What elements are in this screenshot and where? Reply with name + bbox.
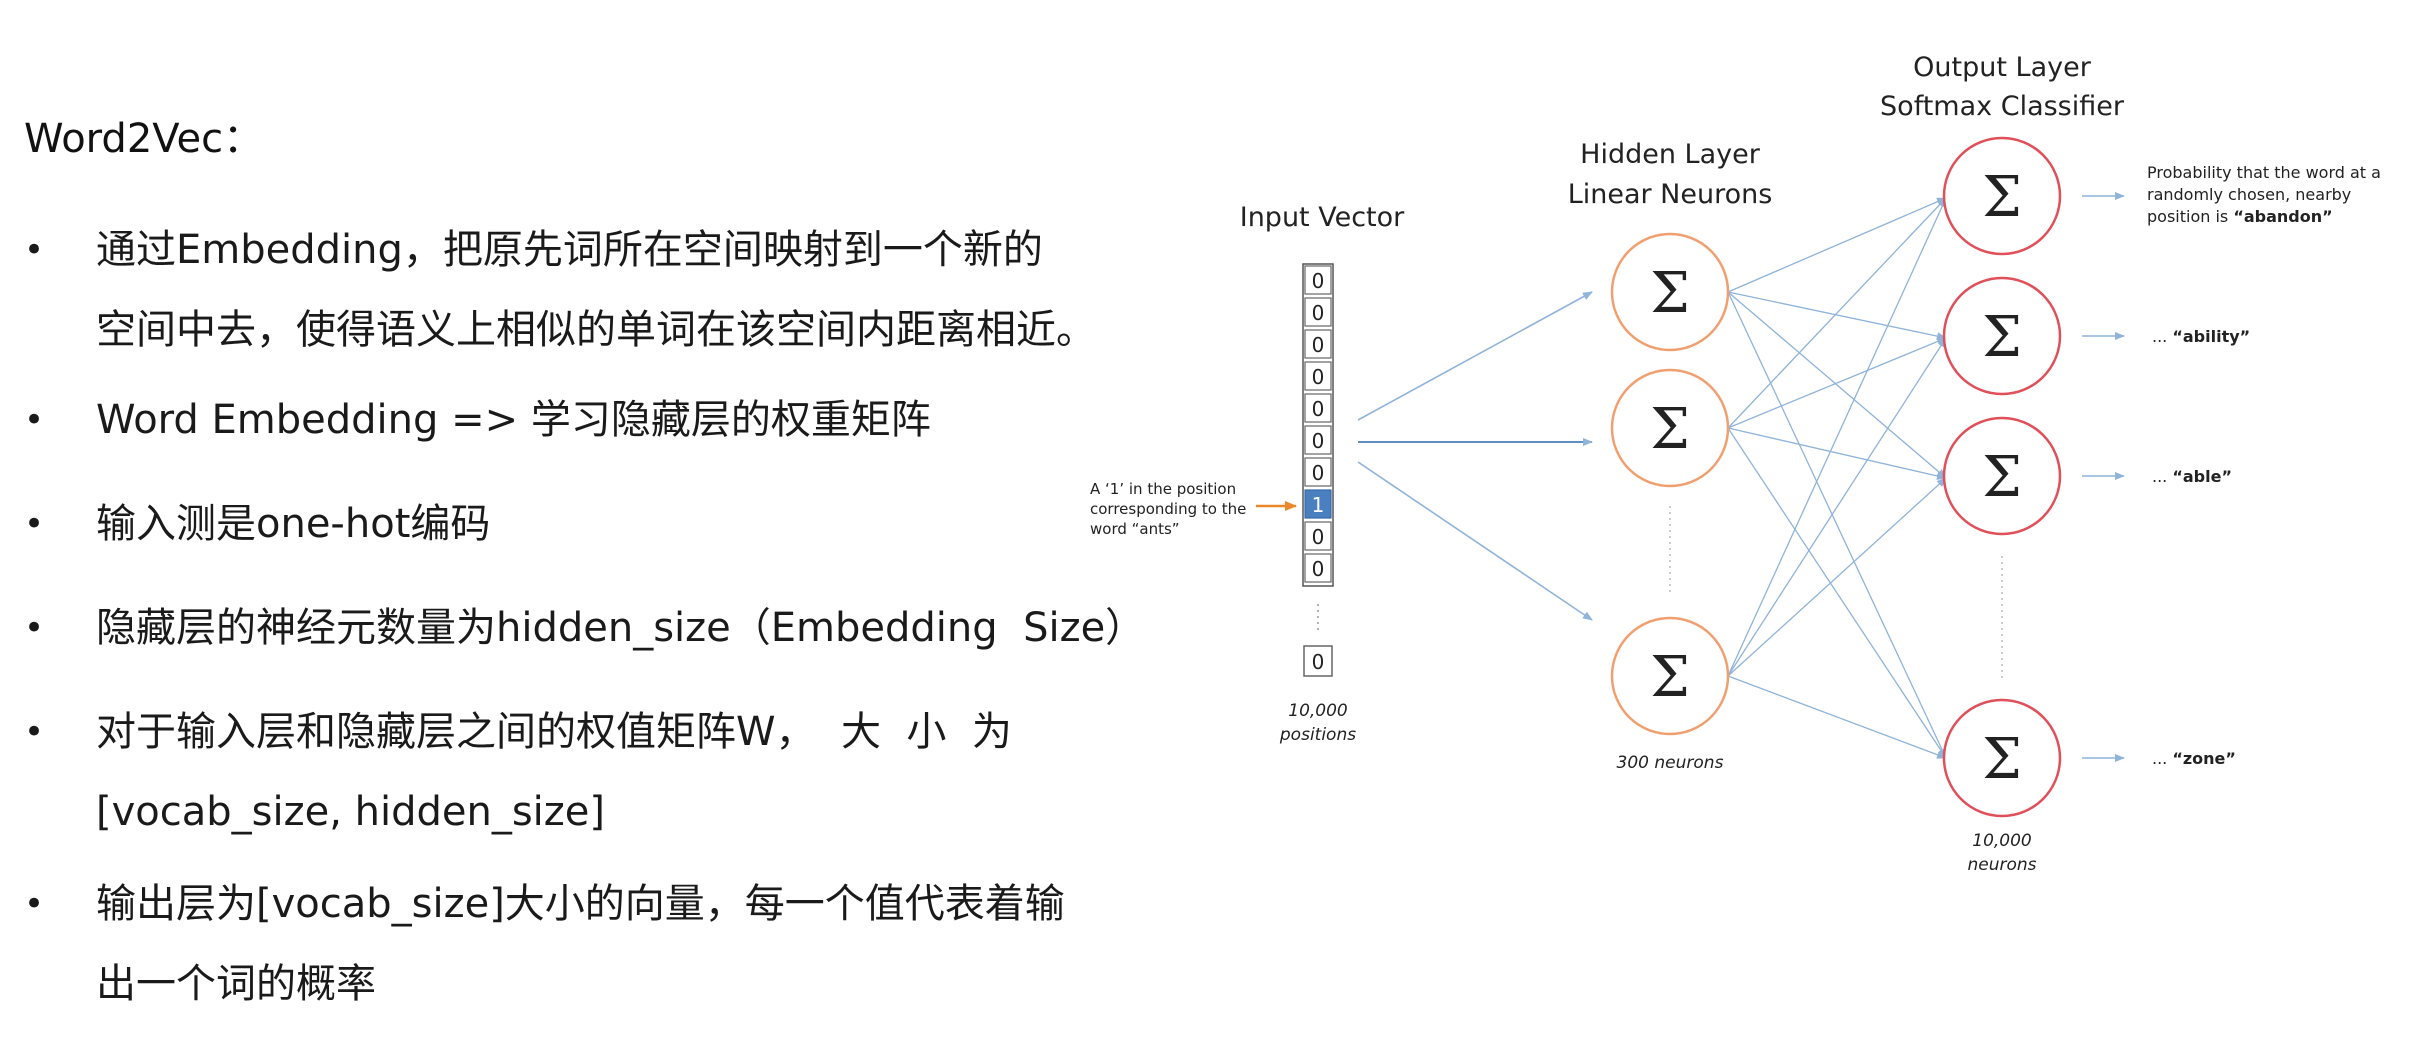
input-cell-highlighted: 1 bbox=[1304, 489, 1332, 519]
bullet-line: 输出层为[vocab_size]大小的向量，每一个值代表着输 bbox=[96, 881, 1065, 927]
input-vector-title: Input Vector bbox=[1240, 202, 1405, 233]
input-cell: 0 bbox=[1304, 521, 1332, 551]
svg-text:0: 0 bbox=[1312, 557, 1325, 581]
svg-text:word “ants”: word “ants” bbox=[1090, 520, 1180, 538]
sigma-icon: Σ bbox=[1650, 645, 1690, 710]
bullet-dot: • bbox=[24, 712, 45, 752]
hidden-to-output-connections bbox=[1727, 197, 1947, 759]
bullet-line: 空间中去，使得语义上相似的单词在该空间内距离相近。 bbox=[96, 307, 1096, 353]
bullet-line: 输入测是one-hot编码 bbox=[96, 501, 491, 547]
sigma-icon: Σ bbox=[1650, 397, 1690, 462]
output-neuron: Σ bbox=[1942, 416, 2062, 536]
input-cell: 0 bbox=[1304, 297, 1332, 327]
output-layer: Σ Σ Σ Σ 10,000 neurons bbox=[1942, 136, 2062, 875]
svg-text:0: 0 bbox=[1312, 525, 1325, 549]
output-caption: neurons bbox=[1967, 855, 2036, 875]
bullet-dot: • bbox=[24, 400, 45, 440]
output-neuron: Σ bbox=[1942, 136, 2062, 256]
input-cell: 0 bbox=[1304, 425, 1332, 455]
output-label-ability: ... “ability” bbox=[2152, 327, 2250, 346]
svg-text:0: 0 bbox=[1312, 301, 1325, 325]
sigma-icon: Σ bbox=[1982, 445, 2022, 510]
bullet-text: 输出层为[vocab_size]大小的向量，每一个值代表着输 出一个词的概率 bbox=[96, 864, 1164, 1024]
input-caption: positions bbox=[1279, 725, 1356, 745]
svg-text:0: 0 bbox=[1312, 461, 1325, 485]
output-neuron: Σ bbox=[1942, 698, 2062, 818]
input-cell: 0 bbox=[1304, 553, 1332, 583]
bullet-dot: • bbox=[24, 230, 45, 270]
input-cell: 0 bbox=[1304, 265, 1332, 295]
bullet-line: Word Embedding => 学习隐藏层的权重矩阵 bbox=[96, 397, 931, 443]
word2vec-network-diagram: Input Vector Hidden Layer Linear Neurons… bbox=[1090, 52, 2381, 875]
svg-text:0: 0 bbox=[1312, 365, 1325, 389]
svg-text:position is “abandon”: position is “abandon” bbox=[2147, 207, 2333, 226]
output-label-abandon: Probability that the word at a randomly … bbox=[2147, 163, 2381, 226]
hidden-layer-subtitle: Linear Neurons bbox=[1568, 179, 1773, 210]
input-caption: 10,000 bbox=[1288, 701, 1347, 721]
svg-text:0: 0 bbox=[1312, 397, 1325, 421]
bullet-text: 隐藏层的神经元数量为hidden_size（Embedding Size） bbox=[96, 588, 1164, 668]
slide-title: Word2Vec： bbox=[24, 116, 264, 162]
input-cell: 0 bbox=[1304, 361, 1332, 391]
input-cell: 0 bbox=[1304, 457, 1332, 487]
svg-text:0: 0 bbox=[1312, 650, 1325, 674]
bullet-line: [vocab_size, hidden_size] bbox=[96, 789, 606, 835]
input-to-hidden-arrows bbox=[1357, 291, 1593, 621]
output-neuron: Σ bbox=[1942, 276, 2062, 396]
output-layer-subtitle: Softmax Classifier bbox=[1880, 91, 2125, 122]
bullet-line: 通过Embedding，把原先词所在空间映射到一个新的 bbox=[96, 227, 1043, 273]
hidden-layer: Σ Σ Σ 300 neurons bbox=[1610, 232, 1730, 773]
output-caption: 10,000 bbox=[1972, 831, 2031, 851]
sigma-icon: Σ bbox=[1982, 727, 2022, 792]
svg-text:randomly chosen, nearby: randomly chosen, nearby bbox=[2147, 185, 2351, 204]
bullet-line: 隐藏层的神经元数量为hidden_size（Embedding Size） bbox=[96, 605, 1146, 651]
bullet-text: Word Embedding => 学习隐藏层的权重矩阵 bbox=[96, 380, 1164, 460]
bullet-line: 出一个词的概率 bbox=[96, 961, 376, 1007]
bullet-dot: • bbox=[24, 608, 45, 648]
input-cell: 0 bbox=[1304, 393, 1332, 423]
output-label-zone: ... “zone” bbox=[2152, 749, 2236, 768]
bullet-dot: • bbox=[24, 504, 45, 544]
svg-text:Probability that the word at a: Probability that the word at a bbox=[2147, 163, 2381, 182]
sigma-icon: Σ bbox=[1982, 305, 2022, 370]
output-labels: Probability that the word at a randomly … bbox=[2082, 163, 2381, 768]
bullet-text: 通过Embedding，把原先词所在空间映射到一个新的 空间中去，使得语义上相似… bbox=[96, 210, 1164, 370]
hidden-neuron: Σ bbox=[1610, 232, 1730, 352]
svg-text:0: 0 bbox=[1312, 269, 1325, 293]
hidden-layer-title: Hidden Layer bbox=[1580, 139, 1761, 170]
input-cell: 0 bbox=[1303, 645, 1333, 677]
hidden-caption: 300 neurons bbox=[1617, 753, 1724, 773]
bullet-text: 输入测是one-hot编码 bbox=[96, 484, 1164, 564]
svg-text:0: 0 bbox=[1312, 429, 1325, 453]
bullet-text: 对于输入层和隐藏层之间的权值矩阵W， 大 小 为 [vocab_size, hi… bbox=[96, 692, 1164, 852]
svg-text:corresponding to the: corresponding to the bbox=[1090, 500, 1246, 518]
output-layer-title: Output Layer bbox=[1913, 52, 2092, 83]
svg-text:1: 1 bbox=[1312, 493, 1325, 517]
sigma-icon: Σ bbox=[1650, 261, 1690, 326]
input-vector: 0 0 0 0 0 0 0 1 0 0 0 10,000 positions bbox=[1279, 263, 1356, 745]
one-hot-annotation: A ‘1’ in the position corresponding to t… bbox=[1090, 480, 1297, 538]
bullet-dot: • bbox=[24, 884, 45, 924]
svg-text:A ‘1’ in the position: A ‘1’ in the position bbox=[1090, 480, 1236, 498]
input-cell: 0 bbox=[1304, 329, 1332, 359]
output-label-able: ... “able” bbox=[2152, 467, 2232, 486]
svg-text:0: 0 bbox=[1312, 333, 1325, 357]
bullet-line: 对于输入层和隐藏层之间的权值矩阵W， 大 小 为 bbox=[96, 709, 1012, 755]
hidden-neuron: Σ bbox=[1610, 616, 1730, 736]
sigma-icon: Σ bbox=[1982, 165, 2022, 230]
hidden-neuron: Σ bbox=[1610, 368, 1730, 488]
